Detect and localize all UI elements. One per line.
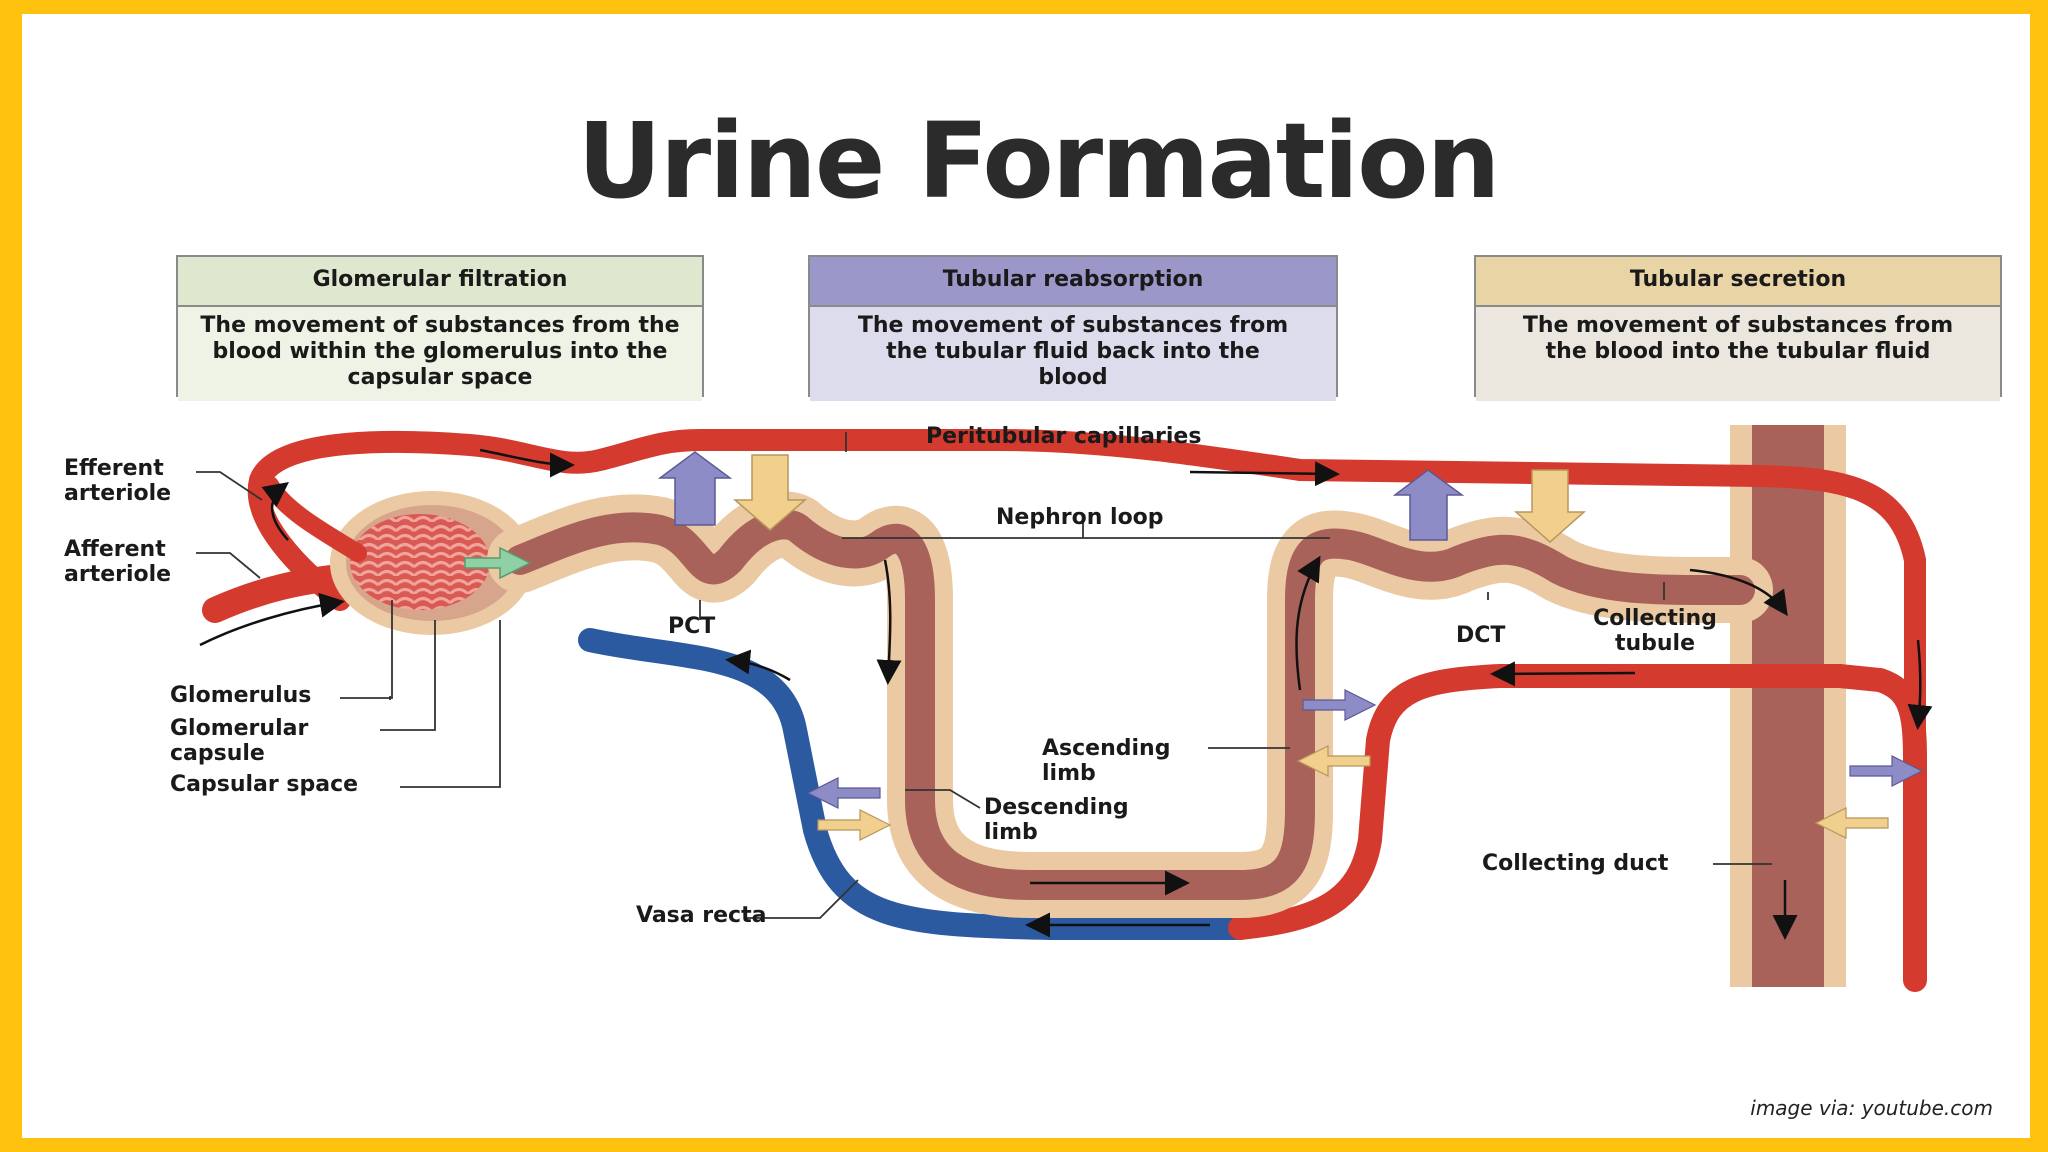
glomerular-filtration-box: Glomerular filtration The movement of su… <box>176 255 704 401</box>
reabsorption-arrow-duct <box>1849 755 1924 787</box>
collecting-duct-lumen <box>1752 425 1824 987</box>
label-pct: PCT <box>668 614 716 639</box>
secretion-arrow-ascending <box>1296 745 1371 777</box>
nephron-tubule <box>487 491 1773 918</box>
tubular-secretion-heading: Tubular secretion <box>1476 257 2000 307</box>
vasa-recta-vessel <box>578 628 1252 940</box>
secretion-arrow-descending <box>817 809 892 841</box>
tubular-reabsorption-description: The movement of substances from the tubu… <box>810 307 1336 401</box>
filtration-arrow <box>464 546 532 580</box>
tubular-secretion-box: Tubular secretion The movement of substa… <box>1474 255 2002 401</box>
label-collecting-tubule: Collecting tubule <box>1593 606 1717 656</box>
slide-title: Urine Formation <box>577 100 1500 222</box>
label-collecting-duct: Collecting duct <box>1482 851 1669 876</box>
label-dct: DCT <box>1456 623 1506 648</box>
label-glomerular-capsule: Glomerular capsule <box>170 716 309 766</box>
glomerulus-shape <box>350 514 490 610</box>
label-capsular-space: Capsular space <box>170 772 359 797</box>
label-afferent-arteriole: Afferent arteriole <box>64 537 172 587</box>
label-peritubular-capillaries: Peritubular capillaries <box>926 424 1202 449</box>
reabsorption-arrow-pct <box>657 451 733 526</box>
label-vasa-recta: Vasa recta <box>636 903 767 928</box>
reabsorption-arrow-ascending <box>1302 689 1377 721</box>
reabsorption-arrow-descending <box>806 777 881 809</box>
reabsorption-arrow-dct <box>1392 469 1465 541</box>
image-credit: image via: youtube.com <box>1750 1096 1993 1120</box>
label-descending-limb: Descending limb <box>984 795 1129 845</box>
tubular-secretion-description: The movement of substances from the bloo… <box>1476 307 2000 401</box>
secretion-arrow-pct <box>732 454 808 531</box>
label-efferent-arteriole: Efferent arteriole <box>64 456 172 506</box>
tubular-reabsorption-box: Tubular reabsorption The movement of sub… <box>808 255 1338 401</box>
label-nephron-loop: Nephron loop <box>996 505 1164 530</box>
tubular-reabsorption-heading: Tubular reabsorption <box>810 257 1336 307</box>
flow-arrows <box>199 448 1933 940</box>
collecting-duct <box>1730 425 1846 987</box>
label-glomerulus: Glomerulus <box>170 683 312 708</box>
leader-lines <box>196 432 1772 919</box>
glomerular-filtration-heading: Glomerular filtration <box>178 257 702 307</box>
secretion-arrow-dct <box>1514 469 1586 544</box>
glomerular-filtration-description: The movement of substances from the bloo… <box>178 307 702 401</box>
secretion-arrow-duct <box>1814 807 1889 839</box>
peritubular-capillary <box>247 429 1926 771</box>
label-ascending-limb: Ascending limb <box>1042 736 1171 786</box>
